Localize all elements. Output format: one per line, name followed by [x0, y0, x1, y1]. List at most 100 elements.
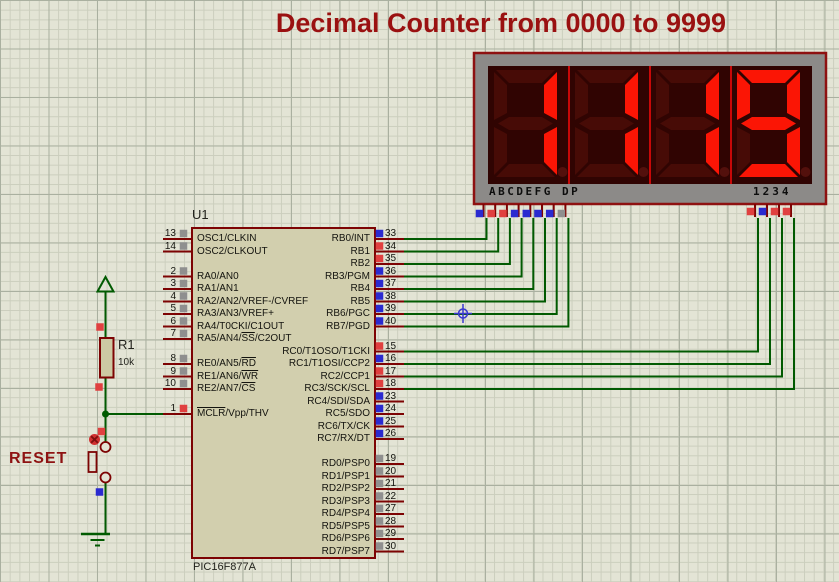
pin-state-square: [179, 367, 188, 375]
segment-wire-F: [404, 218, 546, 303]
schematic-title: Decimal Counter from 0000 to 9999: [275, 8, 727, 38]
reset-button-terminal[interactable]: [99, 441, 112, 453]
pin-label-left-8: RE0/AN5/RD: [197, 358, 256, 369]
pin-state-square: [375, 467, 384, 475]
pin-number-33: 33: [385, 228, 397, 239]
segment-DP: [638, 167, 649, 177]
pin-number-36: 36: [385, 265, 397, 277]
pin-number-9: 9: [170, 365, 176, 377]
pin-state-square: [375, 529, 384, 538]
display-pin-state-4: [782, 207, 791, 216]
pin-label-right-25: RC6/TX/CK: [317, 420, 370, 432]
pin-label-right-16: RC1/T1OSI/CCP2: [288, 358, 370, 369]
pin-number-7: 7: [170, 328, 176, 339]
pin-label-right-35: RB2: [350, 258, 370, 269]
rail-state-square: [95, 488, 104, 496]
reset-button-terminal[interactable]: [99, 471, 112, 484]
display-segment-row-label: ABCDEFG DP: [489, 185, 581, 198]
reset-button-actuator[interactable]: [87, 451, 98, 473]
chip-body[interactable]: [191, 227, 376, 559]
segment-C: [544, 127, 557, 175]
pin-number-19: 19: [385, 453, 397, 464]
pin-label-left-5: RA3/AN3/VREF+: [197, 308, 274, 319]
pin-number-30: 30: [385, 540, 397, 552]
segment-E: [575, 127, 588, 175]
display-pin-state-A: [475, 209, 484, 218]
digit-wire-2: [404, 218, 771, 365]
pin-label-right-30: RD7/PSP7: [321, 545, 370, 557]
pin-number-37: 37: [385, 278, 397, 289]
pin-label-right-15: RC0/T1OSO/T1CKI: [282, 345, 370, 357]
segment-wire-A: [404, 218, 488, 240]
segment-G: [579, 117, 634, 130]
pin-label-right-39: RB6/PGC: [326, 308, 370, 319]
pin-number-34: 34: [385, 240, 397, 252]
rail-state-square: [97, 427, 106, 436]
pin-state-square: [375, 242, 384, 250]
display-pin-state-G: [545, 209, 554, 218]
segment-G: [660, 117, 715, 130]
pin-state-square: [179, 242, 188, 250]
pin-label-right-21: RD2/PSP2: [321, 483, 370, 494]
pin-label-left-14: OSC2/CLKOUT: [197, 245, 268, 257]
segment-D: [577, 164, 636, 177]
pin-state-square: [375, 342, 384, 350]
display-pin-state-B: [487, 209, 495, 218]
chip-refdes: U1: [192, 207, 209, 222]
pin-number-27: 27: [385, 503, 397, 514]
pin-state-square: [179, 329, 188, 338]
segment-DP: [800, 167, 811, 177]
reset-button-toggle-x: [90, 435, 99, 444]
pin-state-square: [375, 417, 384, 425]
pin-number-8: 8: [170, 353, 176, 364]
pin-label-right-19: RD0/PSP0: [321, 458, 370, 469]
chip-part-name: PIC16F877A: [193, 561, 256, 573]
pin-label-right-28: RD5/PSP5: [321, 520, 370, 532]
pin-state-square: [375, 504, 384, 513]
pin-state-square: [375, 367, 384, 375]
pin-state-square: [375, 354, 384, 363]
wire-junction-dot: [102, 410, 109, 418]
display-pin-state-F: [534, 209, 542, 218]
segment-B: [706, 72, 719, 120]
display-digit-2: [575, 70, 649, 177]
pin-state-square: [179, 304, 188, 313]
pin-label-right-22: RD3/PSP3: [321, 495, 370, 507]
segment-wire-C: [404, 218, 511, 265]
pin-state-square: [375, 267, 384, 275]
segment-wire-DP: [404, 218, 570, 328]
pin-state-square: [375, 454, 384, 463]
segment-C: [787, 127, 800, 175]
segment-B: [625, 72, 638, 120]
pin-label-right-37: RB4: [350, 283, 370, 294]
pin-number-20: 20: [385, 465, 397, 477]
pin-number-29: 29: [385, 528, 397, 539]
segment-DP: [719, 167, 730, 177]
pin-number-26: 26: [385, 428, 397, 439]
segment-F: [494, 72, 507, 120]
pin-number-15: 15: [385, 340, 397, 352]
pin-label-left-10: RE2/AN7/CS: [197, 383, 256, 394]
pin-number-39: 39: [385, 303, 397, 314]
resistor-body[interactable]: [99, 337, 115, 379]
pin-number-35: 35: [385, 253, 397, 264]
power-symbol-icon: [95, 274, 116, 293]
display-pin-state-D: [510, 209, 519, 218]
segment-F: [575, 72, 588, 120]
pin-state-square: [375, 229, 384, 238]
pin-number-24: 24: [385, 403, 397, 414]
digit-wire-4: [404, 218, 795, 390]
segment-B: [544, 72, 557, 120]
pin-label-right-17: RC2/CCP1: [320, 370, 370, 382]
pin-state-square: [375, 492, 384, 500]
pin-state-square: [179, 292, 188, 300]
pin-label-left-13: OSC1/CLKIN: [197, 233, 257, 244]
pin-label-right-29: RD6/PSP6: [321, 533, 370, 544]
display-pin-state-DP: [557, 209, 566, 218]
resistor-value: 10k: [118, 357, 135, 368]
display-pin-state-1: [746, 207, 755, 216]
pin-label-right-38: RB5: [350, 295, 370, 307]
pin-state-square: [375, 479, 384, 488]
pin-state-square: [375, 379, 384, 388]
